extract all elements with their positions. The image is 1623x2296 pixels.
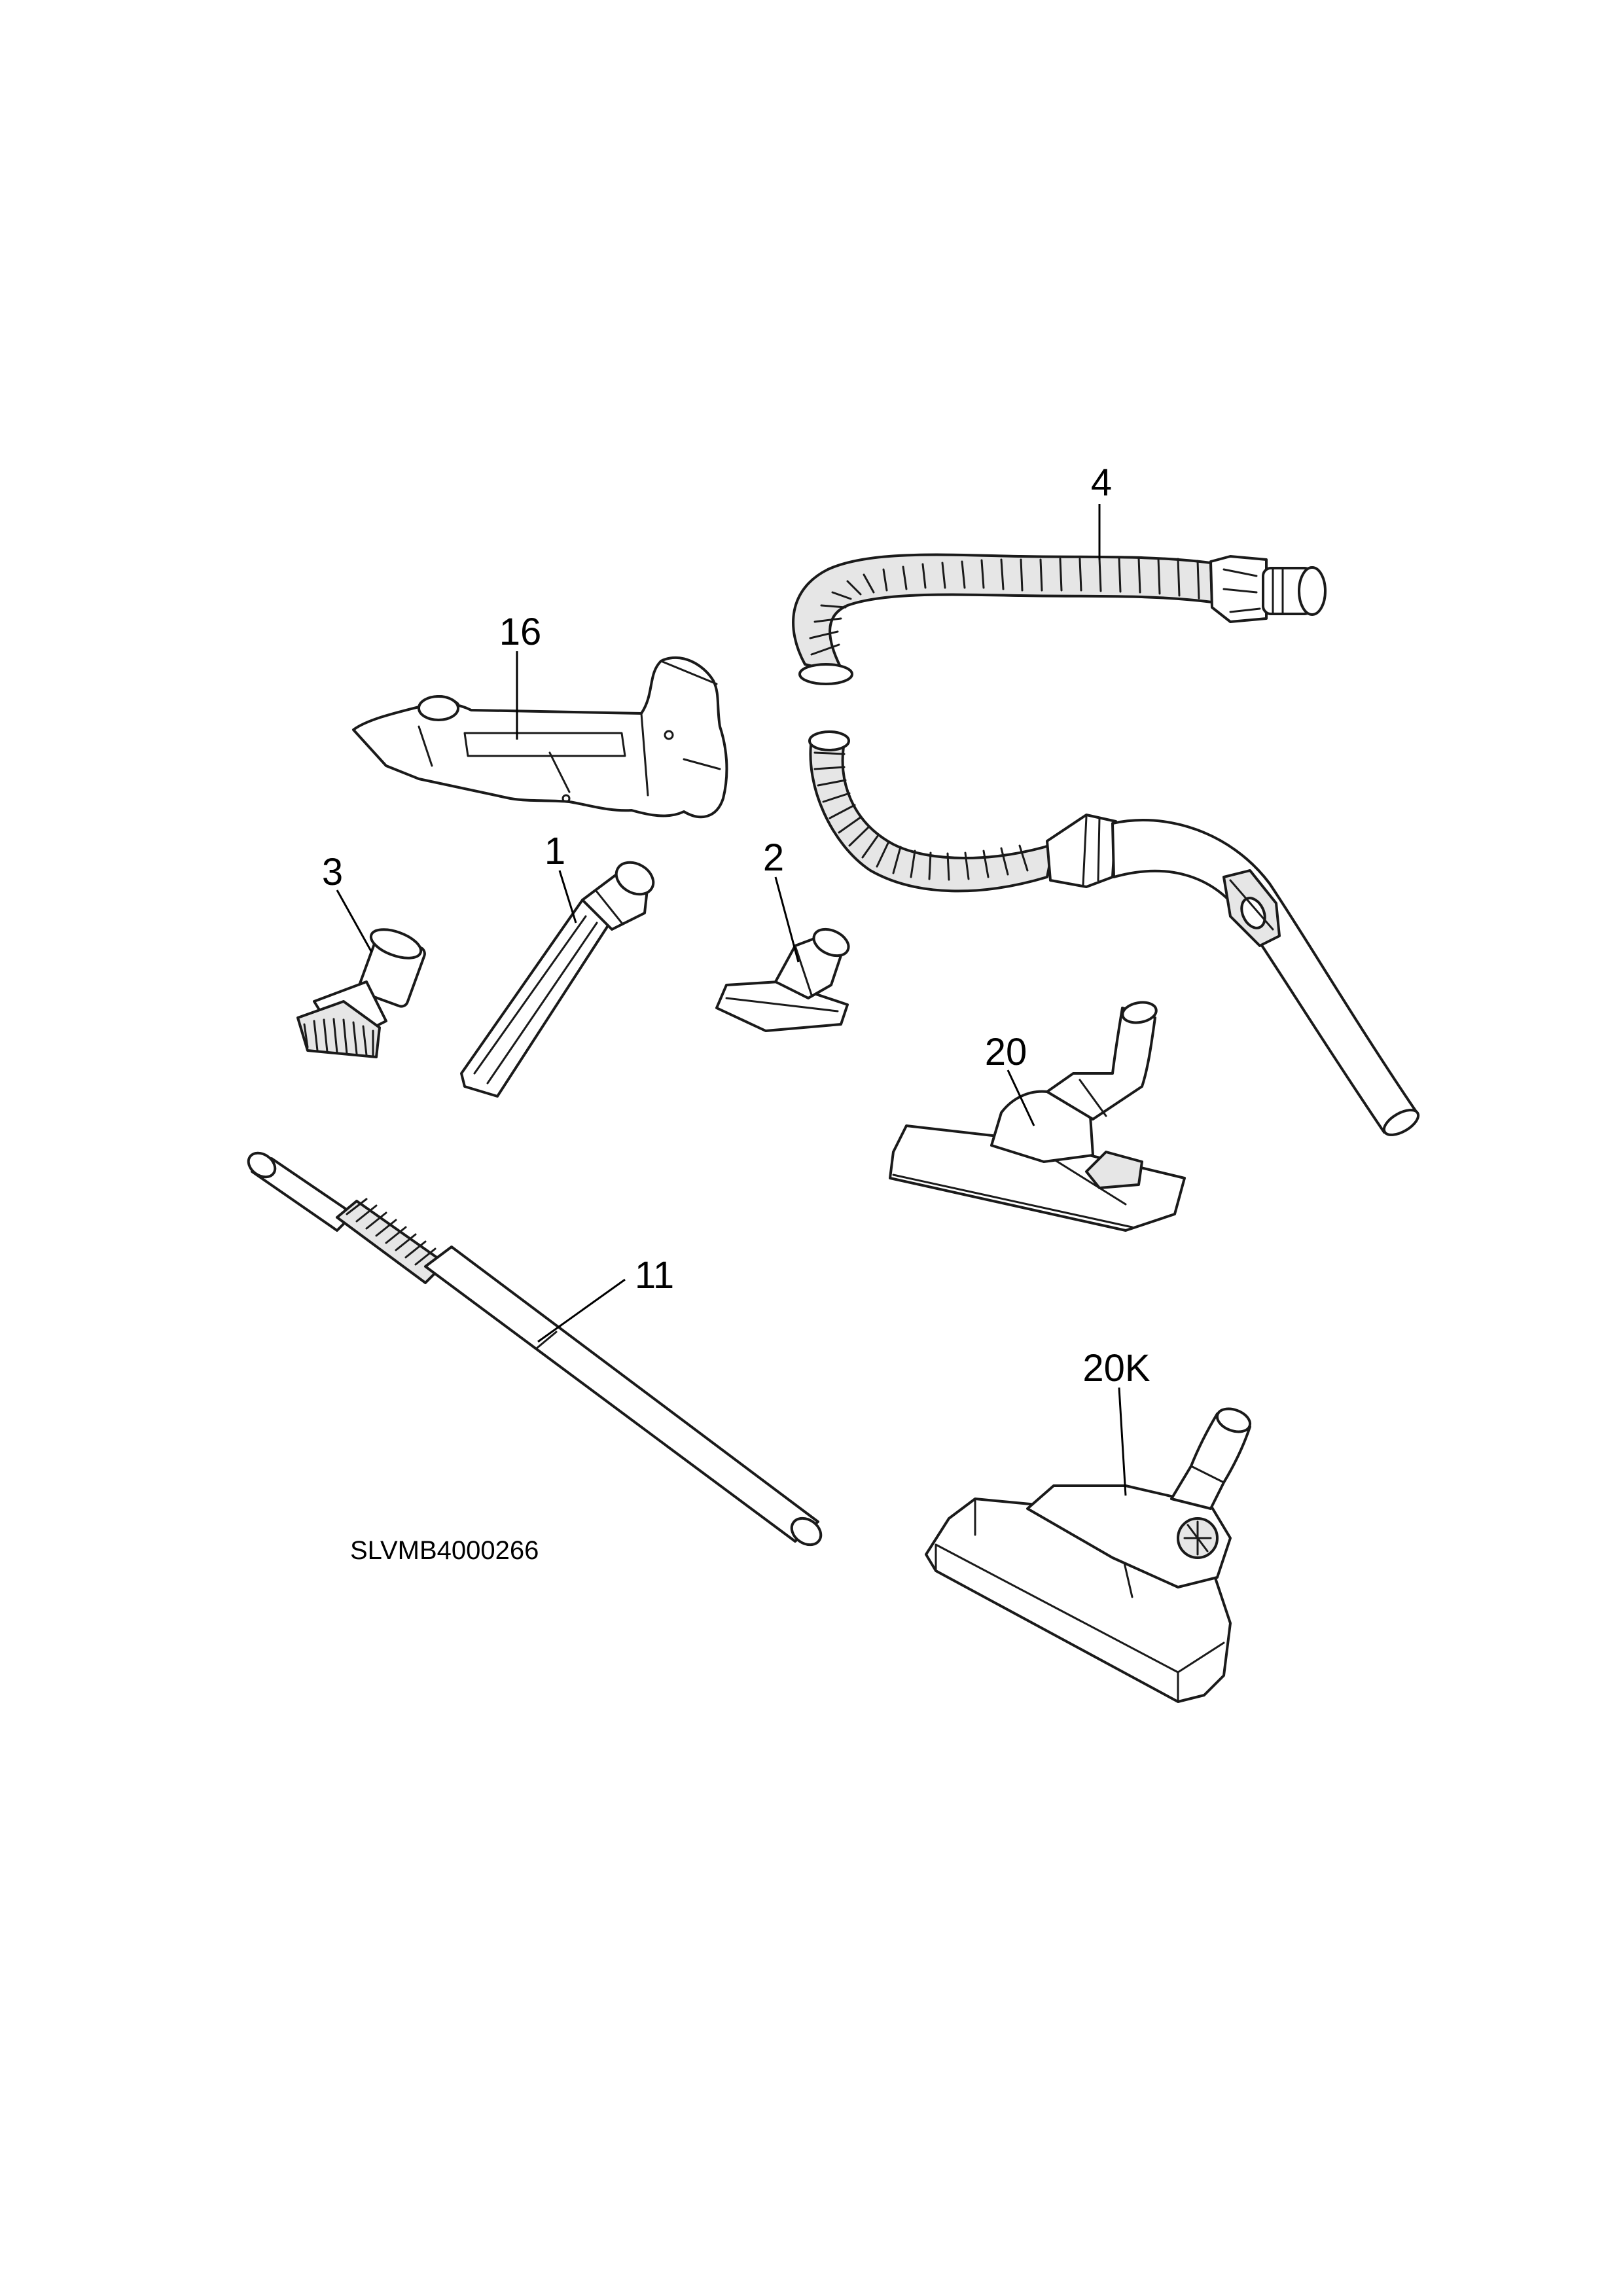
callout-dusting-brush: 3 — [322, 851, 343, 893]
upholstery-nozzle-part — [715, 927, 850, 1032]
crevice-tool-part — [460, 861, 655, 1098]
leader-turbo-nozzle — [1118, 1387, 1127, 1496]
leader-telescopic-tube — [537, 1278, 626, 1343]
leader-crevice-tool — [558, 870, 577, 924]
callout-turbo-nozzle: 20K — [1082, 1347, 1150, 1390]
hose-part — [792, 553, 1420, 1136]
callout-floor-nozzle: 20 — [985, 1031, 1027, 1073]
dusting-brush-part — [296, 928, 426, 1058]
diagram-reference-code: SLVMB4000266 — [350, 1536, 539, 1565]
handle-grip-part — [352, 656, 728, 819]
floor-nozzle-part — [889, 1001, 1186, 1232]
leader-floor-nozzle — [1007, 1069, 1035, 1126]
leader-lines — [336, 504, 1127, 1496]
callout-hose: 4 — [1091, 461, 1112, 504]
leader-upholstery-nozzle — [774, 876, 800, 963]
callout-upholstery-nozzle: 2 — [763, 836, 784, 879]
callout-telescopic-tube: 11 — [635, 1254, 674, 1297]
leader-dusting-brush — [336, 889, 373, 953]
turbo-nozzle-part — [925, 1407, 1252, 1703]
callout-handle-grip: 16 — [499, 611, 542, 653]
telescopic-tube-part — [247, 1151, 823, 1547]
callout-crevice-tool: 1 — [544, 830, 565, 872]
